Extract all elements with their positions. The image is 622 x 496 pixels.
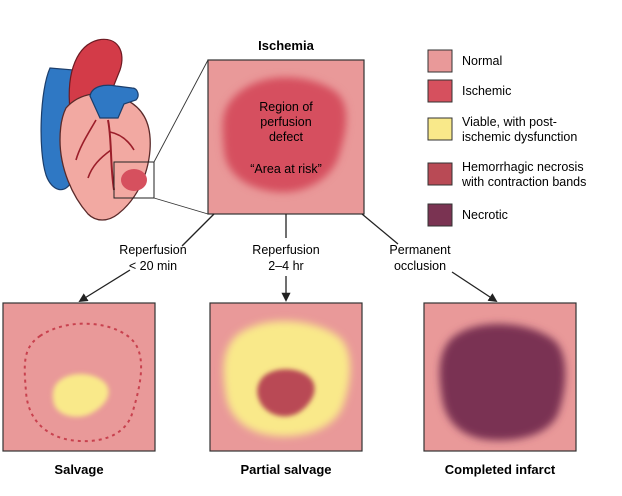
region-label: perfusion	[260, 115, 311, 129]
legend-swatch	[427, 117, 453, 141]
connector-line	[181, 213, 215, 247]
coronary-vessel	[107, 119, 115, 191]
branch-label: Permanent	[389, 243, 451, 257]
arrow-right	[451, 271, 498, 303]
pulmonary-artery-shape	[89, 84, 139, 119]
branch-label: Reperfusion	[252, 243, 319, 257]
coronary-vessel	[109, 131, 135, 151]
coronary-vessel	[87, 149, 112, 179]
legend-label: ischemic dysfunction	[462, 130, 577, 144]
heart-illustration	[40, 38, 209, 221]
arrow-left	[78, 269, 131, 302]
region-label: defect	[269, 130, 304, 144]
branch-connectors	[78, 213, 498, 303]
branch-label: Reperfusion	[119, 243, 186, 257]
branch-label: < 20 min	[129, 259, 177, 273]
legend-label: Hemorrhagic necrosis	[462, 160, 584, 174]
legend-item-necrotic: Necrotic	[427, 203, 508, 227]
outcome-label: Partial salvage	[240, 462, 331, 477]
zoom-line	[153, 59, 209, 163]
salvage-dotted-outline	[23, 322, 143, 443]
legend-swatch	[427, 162, 453, 186]
region-label: Region of	[259, 100, 313, 114]
necrotic-zone	[439, 324, 566, 441]
salvage-panel	[2, 302, 156, 452]
heart-detail-box	[113, 161, 155, 199]
outcome-label: Completed infarct	[445, 462, 556, 477]
legend-item-ischemic: Ischemic	[427, 79, 511, 103]
salvage-viable-zone	[52, 373, 109, 417]
legend-label: Normal	[462, 54, 502, 68]
partial-hemorrhagic-zone	[257, 369, 315, 417]
legend-item-normal: Normal	[427, 49, 502, 73]
branch-label: 2–4 hr	[268, 259, 303, 273]
legend-swatch	[427, 49, 453, 73]
zoom-line	[153, 197, 209, 215]
completed-infarct-panel	[423, 302, 577, 452]
area-at-risk-label: “Area at risk”	[250, 162, 322, 176]
legend-swatch	[427, 203, 453, 227]
legend-label: Viable, with post-	[462, 115, 557, 129]
legend-item-viable: Viable, with post- ischemic dysfunction	[427, 115, 577, 144]
ischemia-panel: Region of perfusion defect “Area at risk…	[207, 59, 365, 215]
legend: Normal Ischemic Viable, with post- ische…	[427, 49, 586, 227]
branch-label: occlusion	[394, 259, 446, 273]
outcome-label: Salvage	[54, 462, 103, 477]
coronary-vessel	[75, 119, 97, 161]
heart-ischemic-spot	[121, 169, 147, 191]
area-at-risk-shape	[222, 77, 347, 193]
legend-label: Necrotic	[462, 208, 508, 222]
legend-swatch	[427, 79, 453, 103]
legend-label: with contraction bands	[461, 175, 586, 189]
connector-line	[361, 213, 399, 245]
ischemia-title: Ischemia	[258, 38, 314, 53]
legend-label: Ischemic	[462, 84, 511, 98]
partial-salvage-panel	[209, 302, 363, 452]
legend-item-hemorrhagic: Hemorrhagic necrosis with contraction ba…	[427, 160, 586, 189]
